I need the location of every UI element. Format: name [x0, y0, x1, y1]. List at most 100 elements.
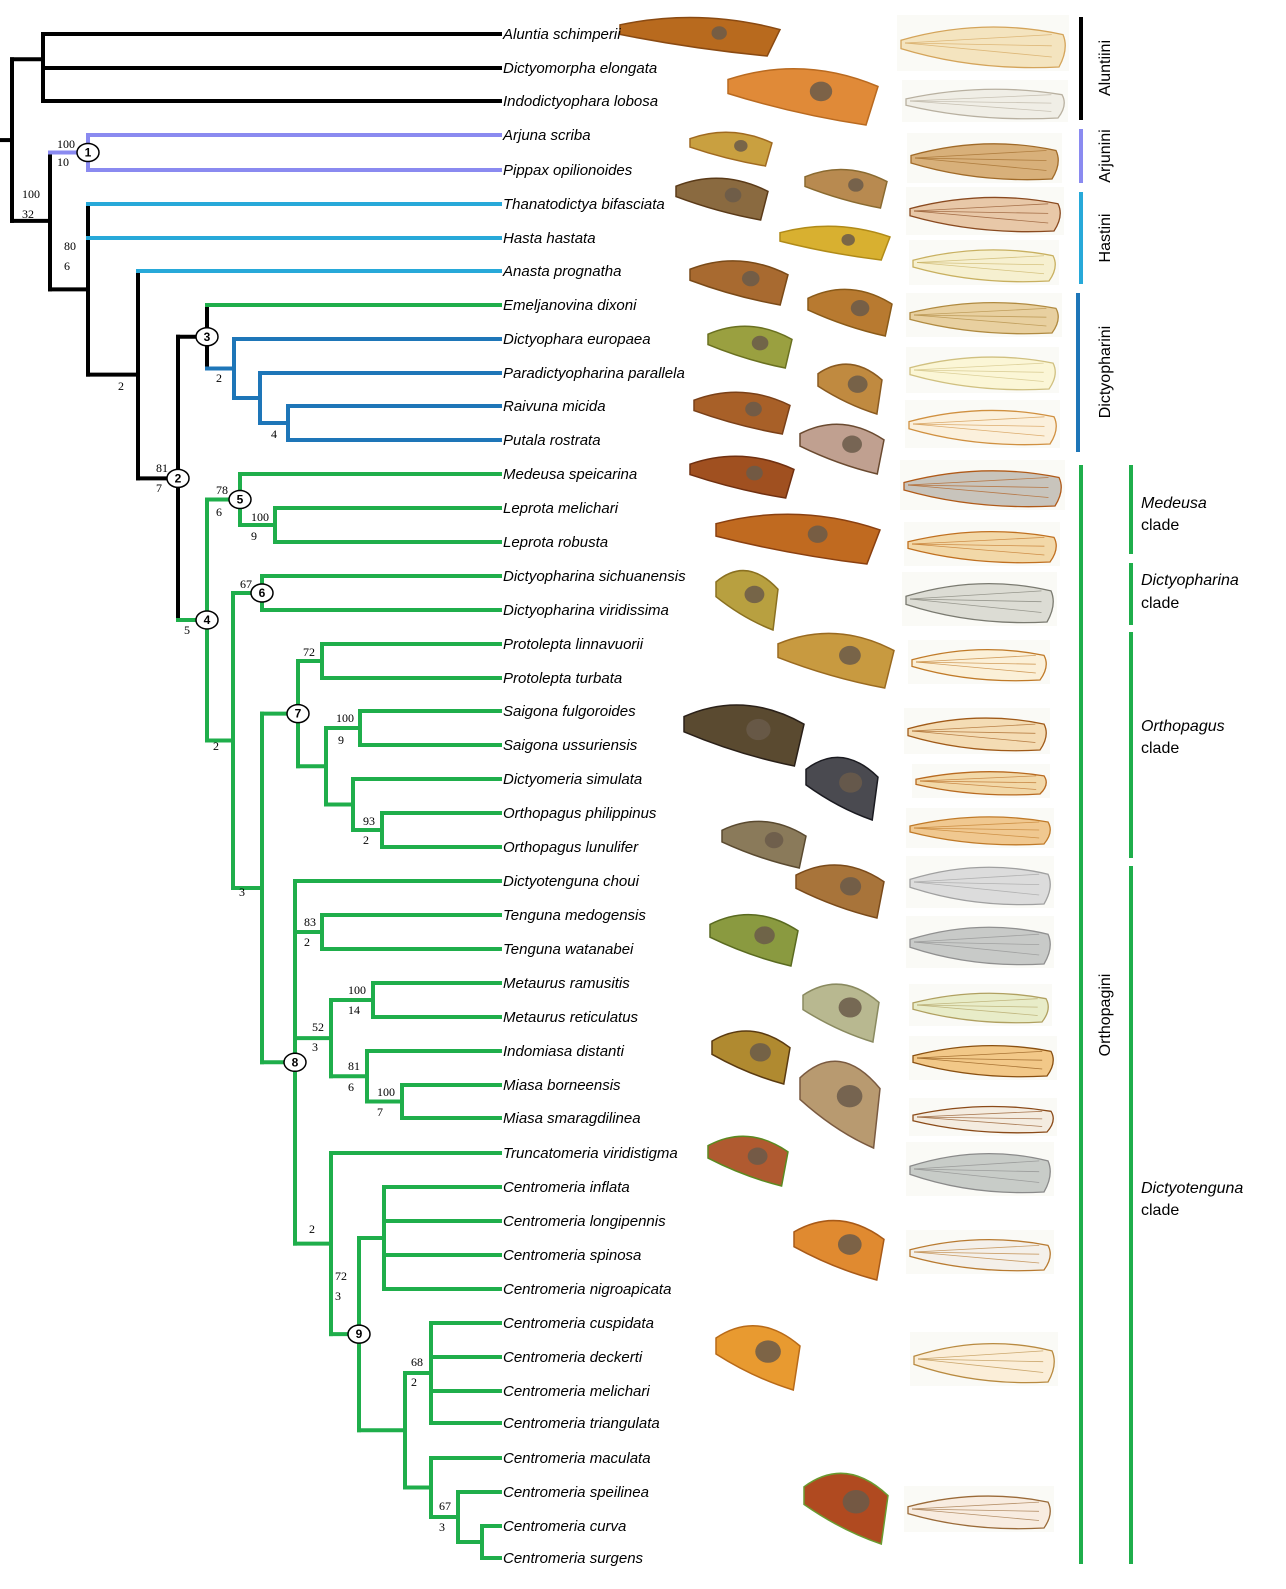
- taxon-label: Emeljanovina dixoni: [503, 297, 637, 314]
- bootstrap-value: 67: [240, 577, 252, 591]
- head-profile-photo: [806, 757, 878, 820]
- taxon-label: Centromeria curva: [503, 1518, 626, 1535]
- forewing-photo: [909, 240, 1059, 285]
- clade-word-label: clade: [1141, 595, 1179, 612]
- bremer-value: 10: [57, 155, 69, 169]
- bremer-value: 3: [239, 885, 245, 899]
- tribe-label: Orthopagini: [1097, 974, 1114, 1057]
- forewing-photo: [902, 572, 1057, 626]
- bootstrap-value: 52: [312, 1020, 324, 1034]
- forewing-photo: [906, 856, 1054, 908]
- clade-genus-label: Orthopagus: [1141, 718, 1225, 735]
- taxon-label: Centromeria maculata: [503, 1450, 651, 1467]
- bremer-value: 4: [271, 427, 277, 441]
- bremer-value: 9: [338, 733, 344, 747]
- taxon-label: Putala rostrata: [503, 432, 601, 449]
- clade-genus-label: Medeusa: [1141, 495, 1207, 512]
- node-number-marker: 9: [348, 1325, 370, 1343]
- taxon-label: Indodictyophara lobosa: [503, 93, 658, 110]
- bootstrap-value: 100: [377, 1085, 395, 1099]
- svg-text:6: 6: [259, 586, 266, 600]
- taxon-label: Centromeria deckerti: [503, 1349, 643, 1366]
- head-profile-photo: [800, 1061, 880, 1148]
- bootstrap-value: 67: [439, 1499, 451, 1513]
- taxon-label: Centromeria triangulata: [503, 1415, 660, 1432]
- forewing-photo: [909, 984, 1052, 1026]
- taxon-label: Orthopagus philippinus: [503, 805, 657, 822]
- head-profile-photo: [716, 1326, 800, 1390]
- head-profile-photo: [690, 261, 788, 305]
- taxon-label: Metaurus reticulatus: [503, 1009, 639, 1026]
- node-number-marker: 3: [196, 328, 218, 346]
- head-profile-photo: [778, 633, 894, 688]
- taxon-label: Centromeria inflata: [503, 1179, 630, 1196]
- tribe-label: Hastini: [1097, 214, 1114, 263]
- head-profile-photo: [803, 984, 879, 1042]
- group-brackets: AluntiiniArjuniniHastiniDictyophariniOrt…: [1078, 17, 1243, 1564]
- bremer-value: 6: [348, 1080, 354, 1094]
- taxon-label: Centromeria melichari: [503, 1383, 650, 1400]
- taxon-label: Dictyomorpha elongata: [503, 60, 657, 77]
- head-profile-photo: [804, 1473, 888, 1544]
- node-number-marker: 2: [167, 469, 189, 487]
- forewing-photo: [909, 1098, 1057, 1136]
- head-profile-photo: [716, 514, 880, 564]
- bootstrap-value: 83: [304, 915, 316, 929]
- bremer-value: 9: [251, 529, 257, 543]
- taxon-label: Leprota melichari: [503, 500, 619, 517]
- forewing-photo: [897, 15, 1069, 71]
- head-profile-photo: [716, 571, 778, 630]
- bootstrap-value: 81: [348, 1059, 360, 1073]
- head-profile-photo: [690, 132, 772, 166]
- svg-text:2: 2: [175, 471, 182, 485]
- svg-text:8: 8: [292, 1055, 299, 1069]
- taxon-label: Orthopagus lunulifer: [503, 839, 639, 856]
- bremer-value: 2: [363, 833, 369, 847]
- node-number-marker: 8: [284, 1053, 306, 1071]
- taxon-label: Tenguna medogensis: [503, 907, 646, 924]
- forewing-photo: [912, 764, 1050, 798]
- bootstrap-value: 100: [57, 137, 75, 151]
- forewing-photo: [910, 1332, 1058, 1386]
- bootstrap-value: 81: [156, 461, 168, 475]
- head-profile-photo: [710, 915, 798, 966]
- bootstrap-value: 100: [22, 187, 40, 201]
- head-profile-photo: [712, 1031, 790, 1084]
- head-profile-photo: [694, 392, 790, 434]
- bootstrap-value: 93: [363, 814, 375, 828]
- taxon-label: Anasta prognatha: [502, 263, 621, 280]
- svg-text:1: 1: [85, 146, 92, 160]
- taxon-label: Dictyophara europaea: [503, 331, 651, 348]
- clade-genus-label: Dictyopharina: [1141, 572, 1239, 589]
- forewing-photo: [904, 1486, 1054, 1532]
- head-profile-photo: [684, 705, 804, 766]
- head-profile-photo: [690, 456, 794, 498]
- taxon-label: Protolepta turbata: [503, 670, 622, 687]
- taxon-label: Centromeria surgens: [503, 1550, 644, 1567]
- forewing-photo: [904, 708, 1050, 754]
- head-profile-photo: [722, 821, 806, 868]
- taxon-label: Saigona ussuriensis: [503, 737, 638, 754]
- svg-text:7: 7: [295, 707, 302, 721]
- taxon-label: Indomiasa distanti: [503, 1043, 625, 1060]
- forewing-photo: [906, 1142, 1054, 1196]
- taxon-label: Tenguna watanabei: [503, 941, 634, 958]
- taxon-label: Dictyopharina viridissima: [503, 602, 669, 619]
- tree-branches: [0, 34, 500, 1558]
- taxon-label: Dictyomeria simulata: [503, 771, 642, 788]
- clade-genus-label: Dictyotenguna: [1141, 1180, 1243, 1197]
- forewing-photo: [902, 80, 1068, 122]
- node-number-marker: 1: [77, 144, 99, 162]
- taxon-label: Medeusa speicarina: [503, 466, 637, 483]
- bremer-value: 3: [312, 1040, 318, 1054]
- svg-text:4: 4: [204, 613, 211, 627]
- forewing-photo: [905, 400, 1060, 448]
- taxon-label: Centromeria spinosa: [503, 1247, 641, 1264]
- taxon-label: Miasa borneensis: [503, 1077, 621, 1094]
- head-profile-photo: [620, 17, 780, 56]
- forewing-photo: [909, 1036, 1057, 1080]
- bremer-value: 2: [309, 1222, 315, 1236]
